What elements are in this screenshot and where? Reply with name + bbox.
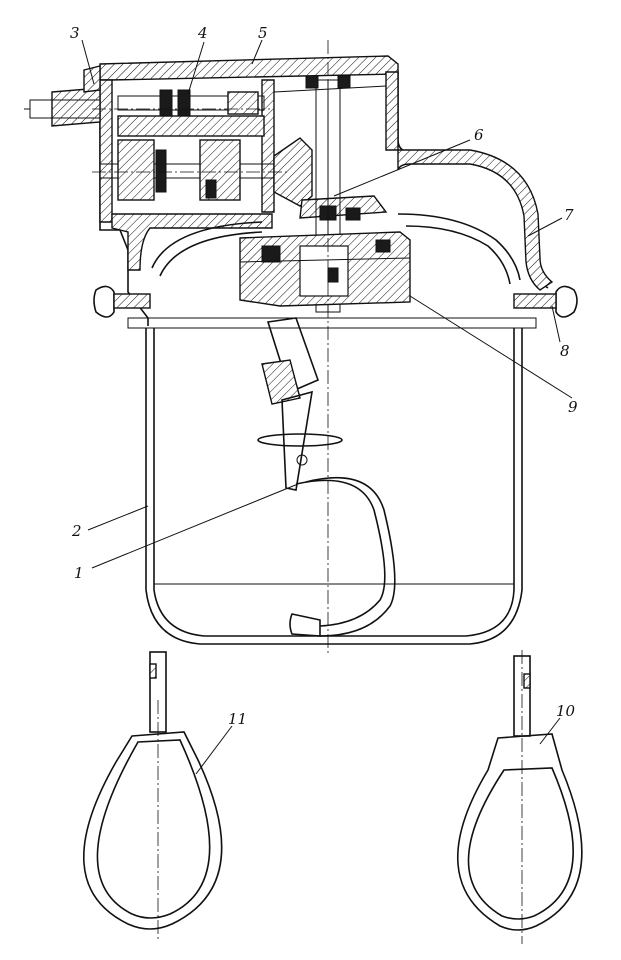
leader-lines [81,39,573,775]
whisk-beater-left [82,651,223,930]
label-part-5: 5 [258,24,268,42]
label-part-11: 11 [228,710,247,728]
bowl-cover-dome [151,149,554,291]
label-part-6: 6 [474,126,484,144]
clamp-knob-left [93,285,151,318]
input-shaft [24,65,101,127]
label-part-8: 8 [560,342,570,360]
center-lines [92,40,523,944]
dough-hook-tool [257,317,396,637]
label-part-1: 1 [74,564,84,582]
gear-train [99,89,388,219]
whisk-beater-right [456,655,583,931]
planetary-head [239,231,411,307]
label-part-9: 9 [568,398,578,416]
drive-housing [99,55,549,326]
clamp-knob-right [513,285,578,318]
label-part-4: 4 [197,24,208,42]
label-part-2: 2 [71,522,82,540]
label-part-3: 3 [70,24,80,42]
label-part-10: 10 [556,702,576,720]
label-part-7: 7 [564,206,574,224]
part-labels: 3 4 5 6 7 8 9 2 1 11 10 [70,24,578,728]
